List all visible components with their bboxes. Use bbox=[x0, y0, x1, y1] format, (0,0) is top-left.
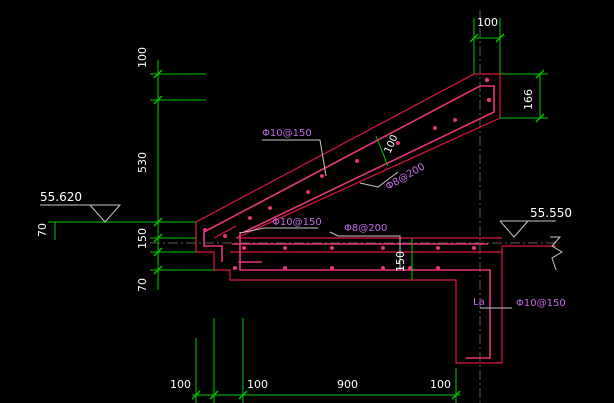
rebar-label-landing-top: Φ10@150 bbox=[272, 217, 322, 228]
rebar-label-landing-dist: Φ8@200 bbox=[344, 223, 387, 234]
rebar-label-anchor: Φ10@150 bbox=[516, 298, 566, 309]
anchor-length-label: La bbox=[473, 297, 485, 308]
dim-top-left-100: 100 bbox=[136, 47, 149, 68]
rebar-lines bbox=[203, 85, 495, 359]
dim-bottom-100-c: 100 bbox=[430, 378, 451, 391]
leader-lines bbox=[40, 139, 563, 309]
dimension-ticks bbox=[153, 33, 545, 400]
dim-left-530: 530 bbox=[136, 152, 149, 173]
elevation-left: 55.620 bbox=[40, 190, 82, 204]
rebar-dots bbox=[203, 77, 492, 270]
dim-bottom-100-a: 100 bbox=[170, 378, 191, 391]
dim-bottom-900: 900 bbox=[337, 378, 358, 391]
dimension-texts: 100 530 70 150 70 100 166 150 100 100 10… bbox=[36, 16, 535, 391]
dim-left-70-upper: 70 bbox=[36, 223, 49, 237]
dimension-lines bbox=[48, 18, 548, 403]
elevation-right: 55.550 bbox=[530, 206, 572, 220]
dim-left-70-lower: 70 bbox=[136, 278, 149, 292]
axis-lines bbox=[150, 10, 560, 403]
concrete-outline bbox=[195, 73, 556, 364]
dim-right-166: 166 bbox=[522, 89, 535, 110]
dim-bottom-100-b: 100 bbox=[247, 378, 268, 391]
dim-slab-150: 150 bbox=[394, 251, 407, 272]
rebar-label-incline-top: Φ10@150 bbox=[262, 128, 312, 139]
elevation-texts: 55.620 55.550 bbox=[40, 190, 572, 220]
rebar-label-incline-dist: Φ8@200 bbox=[384, 161, 427, 192]
dim-left-150: 150 bbox=[136, 228, 149, 249]
dim-top-right-100: 100 bbox=[477, 16, 498, 29]
rebar-label-texts: Φ10@150 Φ8@200 Φ10@150 Φ8@200 Φ10@150 La bbox=[262, 128, 566, 309]
